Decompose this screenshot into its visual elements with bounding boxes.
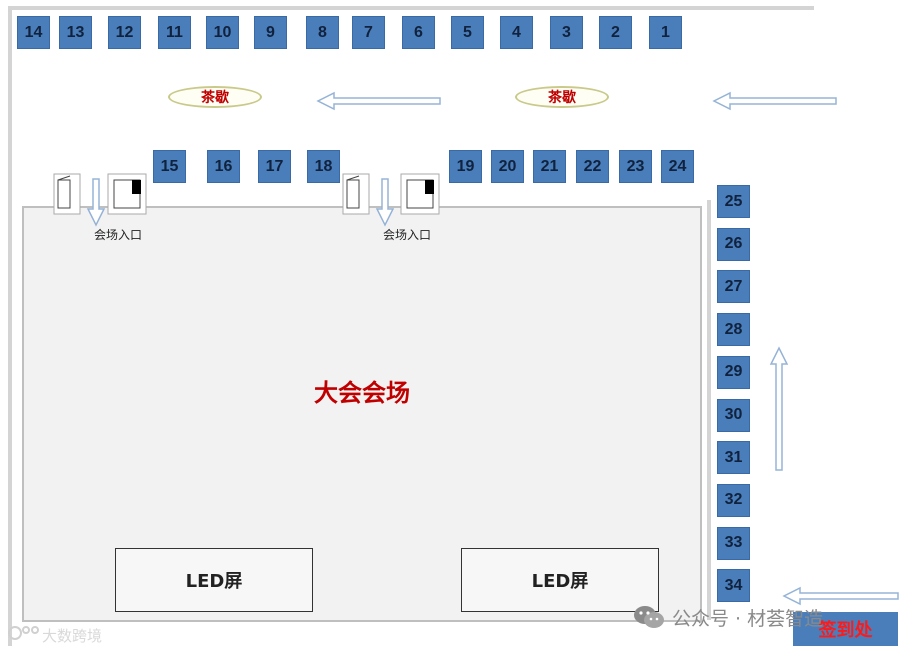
- booth-28: 28: [717, 313, 750, 347]
- booth-8: 8: [306, 16, 339, 49]
- booth-11: 11: [158, 16, 191, 49]
- hall-title: 大会会场: [314, 379, 410, 407]
- entrance-label-right: 会场入口: [383, 228, 432, 242]
- booth-33: 33: [717, 526, 750, 560]
- led-screen-right: LED屏: [461, 548, 659, 612]
- entrance-label-left: 会场入口: [94, 228, 143, 242]
- tea-break-left: 茶歇: [168, 86, 262, 108]
- booth-12: 12: [108, 16, 141, 49]
- booth-16: 16: [207, 150, 240, 183]
- entrance-arrow-right: [375, 178, 395, 227]
- flow-arrow-left-2: [712, 91, 837, 111]
- booth-14: 14: [17, 16, 50, 49]
- flow-arrow-left-1: [316, 91, 441, 111]
- booth-24: 24: [661, 150, 694, 183]
- booth-19: 19: [449, 150, 482, 183]
- outer-wall-top: [8, 6, 814, 10]
- entrance-arrow-left: [86, 178, 106, 227]
- door-icon-right-a: [342, 173, 370, 215]
- logo-icon: [8, 626, 39, 640]
- booth-17: 17: [258, 150, 291, 183]
- booth-18: 18: [307, 150, 340, 183]
- booth-1: 1: [649, 16, 682, 49]
- booth-2: 2: [599, 16, 632, 49]
- wechat-icon: [634, 606, 664, 628]
- booth-26: 26: [717, 227, 750, 261]
- booth-34: 34: [717, 569, 750, 603]
- booth-22: 22: [576, 150, 609, 183]
- booth-9: 9: [254, 16, 287, 49]
- booth-10: 10: [206, 16, 239, 49]
- tea-break-right: 茶歇: [515, 86, 609, 108]
- flow-arrow-up: [769, 346, 789, 471]
- booth-13: 13: [59, 16, 92, 49]
- booth-4: 4: [500, 16, 533, 49]
- booth-31: 31: [717, 441, 750, 475]
- registration-desk: 签到处: [793, 612, 898, 646]
- booth-29: 29: [717, 355, 750, 389]
- inner-wall-right: [707, 200, 711, 620]
- booth-23: 23: [619, 150, 652, 183]
- booth-30: 30: [717, 398, 750, 432]
- flow-arrow-registration: [782, 586, 899, 606]
- booth-27: 27: [717, 270, 750, 304]
- booth-32: 32: [717, 483, 750, 517]
- led-screen-left: LED屏: [115, 548, 313, 612]
- booth-6: 6: [402, 16, 435, 49]
- booth-15: 15: [153, 150, 186, 183]
- booth-21: 21: [533, 150, 566, 183]
- booth-5: 5: [451, 16, 484, 49]
- outer-wall-left: [8, 6, 12, 646]
- booth-7: 7: [352, 16, 385, 49]
- door-icon-left-b: [107, 173, 147, 215]
- booth-25: 25: [717, 185, 750, 218]
- watermark-left: 大数跨境: [42, 627, 103, 645]
- door-icon-right-b: [400, 173, 440, 215]
- booth-20: 20: [491, 150, 524, 183]
- main-hall: 大会会场 LED屏 LED屏: [22, 206, 702, 622]
- booth-3: 3: [550, 16, 583, 49]
- door-icon-left-a: [53, 173, 81, 215]
- watermark-right: 公众号 · 材荟智造: [672, 608, 824, 630]
